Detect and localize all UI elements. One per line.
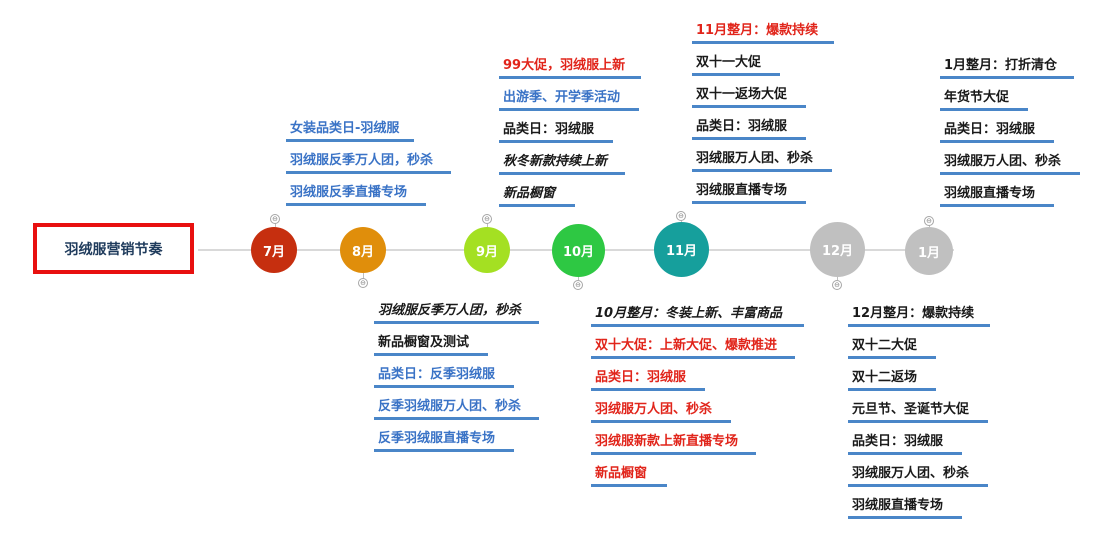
- topic-nov-3[interactable]: 双十一返场大促: [692, 85, 806, 108]
- topic-nov-2[interactable]: 双十一大促: [692, 53, 780, 76]
- month-node-nov[interactable]: 11月: [654, 222, 709, 277]
- topic-dec-7[interactable]: 羽绒服直播专场: [848, 496, 962, 519]
- topic-oct-5[interactable]: 羽绒服新款上新直播专场: [591, 432, 756, 455]
- topic-oct-6[interactable]: 新品橱窗: [591, 464, 667, 487]
- branch-line-jul: [275, 221, 276, 227]
- month-label: 11月: [665, 244, 698, 259]
- topic-aug-3[interactable]: 品类日：反季羽绒服: [374, 365, 514, 388]
- topic-dec-3[interactable]: 双十二返场: [848, 368, 936, 391]
- topic-aug-5[interactable]: 反季羽绒服直播专场: [374, 429, 514, 452]
- topic-jan-3[interactable]: 品类日：羽绒服: [940, 120, 1054, 143]
- collapse-toggle-jan[interactable]: ⊖: [924, 216, 934, 226]
- topic-jan-1[interactable]: 1月整月：打折清仓: [940, 56, 1074, 79]
- topic-dec-1[interactable]: 12月整月：爆款持续: [848, 304, 990, 327]
- topic-jul-1[interactable]: 女装品类日-羽绒服: [286, 119, 414, 142]
- root-topic[interactable]: 羽绒服营销节奏: [33, 223, 194, 274]
- collapse-toggle-sep[interactable]: ⊖: [482, 214, 492, 224]
- month-node-aug[interactable]: 8月: [340, 227, 386, 273]
- month-label: 12月: [821, 244, 854, 259]
- topic-jan-5[interactable]: 羽绒服直播专场: [940, 184, 1054, 207]
- topic-dec-2[interactable]: 双十二大促: [848, 336, 936, 359]
- topic-oct-4[interactable]: 羽绒服万人团、秒杀: [591, 400, 731, 423]
- branch-line-aug: [363, 273, 364, 279]
- topic-sep-4[interactable]: 秋冬新款持续上新: [499, 152, 625, 175]
- collapse-toggle-jul[interactable]: ⊖: [270, 214, 280, 224]
- topic-jul-3[interactable]: 羽绒服反季直播专场: [286, 183, 426, 206]
- branch-line-sep: [487, 221, 488, 227]
- month-node-jul[interactable]: 7月: [251, 227, 297, 273]
- topic-nov-4[interactable]: 品类日：羽绒服: [692, 117, 806, 140]
- topic-nov-6[interactable]: 羽绒服直播专场: [692, 181, 806, 204]
- topic-aug-1[interactable]: 羽绒服反季万人团，秒杀: [374, 301, 539, 324]
- branch-line-oct: [578, 277, 579, 280]
- month-node-oct[interactable]: 10月: [552, 224, 605, 277]
- month-node-dec[interactable]: 12月: [810, 222, 865, 277]
- collapse-toggle-nov[interactable]: ⊖: [676, 211, 686, 221]
- month-node-sep[interactable]: 9月: [464, 227, 510, 273]
- topic-oct-2[interactable]: 双十大促：上新大促、爆款推进: [591, 336, 795, 359]
- topic-oct-1[interactable]: 10月整月：冬装上新、丰富商品: [591, 304, 804, 327]
- topic-jul-2[interactable]: 羽绒服反季万人团，秒杀: [286, 151, 451, 174]
- collapse-toggle-oct[interactable]: ⊖: [573, 280, 583, 290]
- topic-sep-3[interactable]: 品类日：羽绒服: [499, 120, 613, 143]
- topic-sep-5[interactable]: 新品橱窗: [499, 184, 575, 207]
- topic-dec-4[interactable]: 元旦节、圣诞节大促: [848, 400, 988, 423]
- topic-aug-4[interactable]: 反季羽绒服万人团、秒杀: [374, 397, 539, 420]
- month-label: 9月: [475, 244, 499, 260]
- topic-nov-5[interactable]: 羽绒服万人团、秒杀: [692, 149, 832, 172]
- topic-sep-1[interactable]: 99大促，羽绒服上新: [499, 56, 641, 79]
- topic-dec-5[interactable]: 品类日：羽绒服: [848, 432, 962, 455]
- topic-nov-1[interactable]: 11月整月：爆款持续: [692, 21, 834, 44]
- topic-aug-2[interactable]: 新品橱窗及测试: [374, 333, 488, 356]
- topic-jan-2[interactable]: 年货节大促: [940, 88, 1028, 111]
- root-topic-label: 羽绒服营销节奏: [64, 241, 163, 258]
- topic-sep-2[interactable]: 出游季、开学季活动: [499, 88, 639, 111]
- collapse-toggle-aug[interactable]: ⊖: [358, 278, 368, 288]
- month-label: 1月: [917, 245, 941, 261]
- topic-oct-3[interactable]: 品类日：羽绒服: [591, 368, 705, 391]
- topic-jan-4[interactable]: 羽绒服万人团、秒杀: [940, 152, 1080, 175]
- branch-line-dec: [837, 277, 838, 280]
- month-label: 8月: [351, 244, 375, 260]
- collapse-toggle-dec[interactable]: ⊖: [832, 280, 842, 290]
- month-node-jan[interactable]: 1月: [905, 227, 953, 275]
- month-label: 7月: [262, 244, 286, 260]
- month-label: 10月: [562, 245, 595, 260]
- topic-dec-6[interactable]: 羽绒服万人团、秒杀: [848, 464, 988, 487]
